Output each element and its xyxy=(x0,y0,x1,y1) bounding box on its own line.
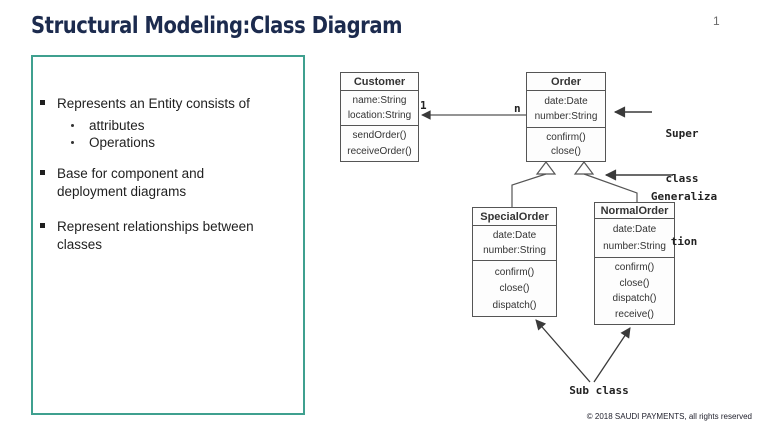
bullet-panel: Represents an Entity consists of attribu… xyxy=(31,55,305,415)
bullet-square-icon xyxy=(40,223,45,228)
class-name: NormalOrder xyxy=(600,204,669,217)
class-operation: close() xyxy=(619,277,650,289)
bullet-square-icon xyxy=(40,170,45,175)
class-operation: dispatch() xyxy=(612,293,657,305)
bullet-line: Represent relationships between xyxy=(57,219,254,234)
class-operation: close() xyxy=(550,146,581,158)
class-attribute: name:String xyxy=(352,95,407,106)
class-operation: confirm() xyxy=(614,262,655,274)
class-operation: receiveOrder() xyxy=(347,145,412,157)
class-attribute: number:String xyxy=(534,111,598,123)
class-operation: dispatch() xyxy=(492,299,537,311)
diagram-connectors xyxy=(421,106,673,383)
connector-special-order xyxy=(511,173,547,207)
bullet-item: Represent relationships between classes xyxy=(57,218,301,253)
class-operation: sendOrder() xyxy=(352,130,407,142)
class-attributes: name:String location:String xyxy=(341,90,418,125)
class-diagram: Customer name:String location:String sen… xyxy=(330,60,768,410)
bullet-line: Base for component and xyxy=(57,166,205,181)
bullet-item: Represents an Entity consists of xyxy=(57,96,250,111)
sub-bullet-item: Operations xyxy=(89,135,156,150)
sub-bullet-item: attributes xyxy=(89,118,145,133)
page-number: 1 xyxy=(713,14,720,28)
generalization-triangle-right-icon xyxy=(573,161,595,175)
class-attributes: date:Date number:String xyxy=(527,90,605,127)
class-attribute: date:Date xyxy=(544,95,588,107)
class-attribute: date:Date xyxy=(492,230,537,241)
class-box-special-order: SpecialOrder date:Date number:String con… xyxy=(472,207,557,317)
class-attributes: date:Date number:String xyxy=(473,225,556,260)
class-operations: confirm() close() dispatch() receive() xyxy=(595,257,674,324)
sub-bullet-dot-icon xyxy=(71,124,74,127)
sub-class-arrow-right xyxy=(593,327,631,383)
sub-bullet-dot-icon xyxy=(71,141,74,144)
class-operations: sendOrder() receiveOrder() xyxy=(341,125,418,161)
class-name: SpecialOrder xyxy=(480,210,549,223)
generalization-label: Generaliza tion xyxy=(650,190,718,248)
class-operation: close() xyxy=(499,283,530,294)
class-name: Order xyxy=(551,75,581,88)
class-attribute: location:String xyxy=(347,110,412,121)
bullet-square-icon xyxy=(40,100,45,105)
class-attributes: date:Date number:String xyxy=(595,218,674,257)
class-name: Customer xyxy=(353,75,406,88)
class-box-order: Order date:Date number:String confirm() … xyxy=(526,72,606,162)
bullet-item: Base for component and deployment diagra… xyxy=(57,165,301,200)
class-box-customer: Customer name:String location:String sen… xyxy=(340,72,419,162)
bullet-line: classes xyxy=(57,236,103,252)
bullet-line: deployment diagrams xyxy=(57,183,187,199)
class-operation: confirm() xyxy=(494,266,535,278)
sub-class-label: Sub class xyxy=(569,384,629,397)
class-operation: confirm() xyxy=(546,131,586,143)
class-attribute: number:String xyxy=(603,240,666,252)
multiplicity-n: n xyxy=(514,102,521,115)
connector-normal-order xyxy=(583,173,638,202)
class-attribute: date:Date xyxy=(612,224,657,236)
copyright-footer: © 2018 SAUDI PAYMENTS, all rights reserv… xyxy=(586,412,752,421)
class-attribute: number:String xyxy=(483,245,546,256)
super-class-label: Super class xyxy=(665,127,699,185)
generalization-triangle-left-icon xyxy=(535,161,557,175)
class-operations: confirm() close() xyxy=(527,127,605,161)
class-operation: receive() xyxy=(615,308,654,320)
sub-class-arrow-left xyxy=(535,319,591,383)
class-box-normal-order: NormalOrder date:Date number:String conf… xyxy=(594,202,675,325)
class-operations: confirm() close() dispatch() xyxy=(473,260,556,316)
multiplicity-one: 1 xyxy=(420,99,427,112)
page-title: Structural Modeling:Class Diagram xyxy=(31,13,403,39)
